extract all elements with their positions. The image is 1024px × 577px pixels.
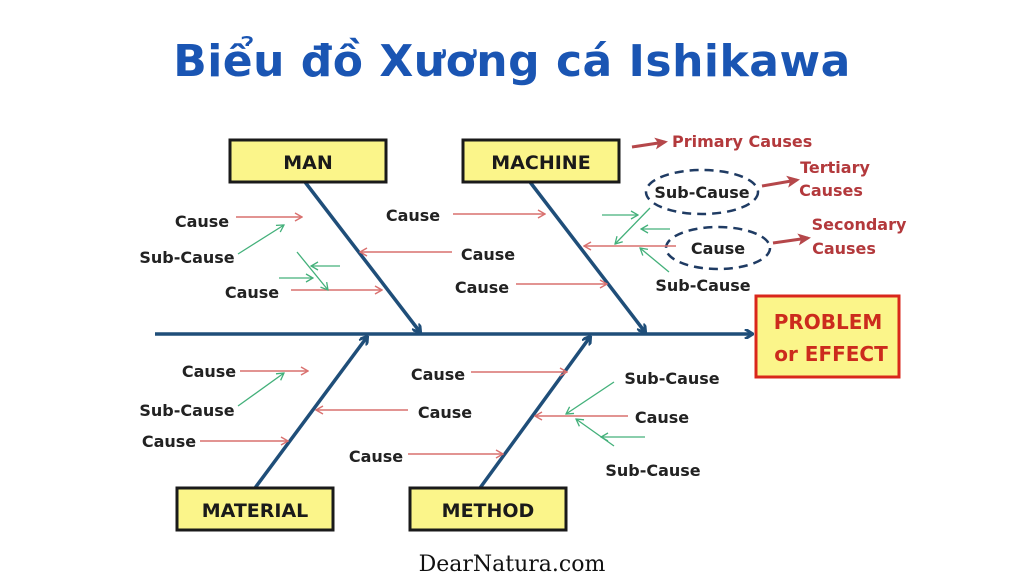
cause-label: Cause bbox=[182, 362, 236, 381]
category-label: METHOD bbox=[442, 500, 535, 522]
cause-label: Cause bbox=[461, 245, 515, 264]
sub-cause-arrow bbox=[296, 251, 328, 290]
annotation-secondary-2: Causes bbox=[812, 239, 876, 258]
footer-watermark: DearNatura.com bbox=[418, 552, 606, 577]
effect-line2: or EFFECT bbox=[774, 342, 888, 366]
sub-cause-label: Sub-Cause bbox=[139, 401, 234, 420]
category-label: MAN bbox=[283, 152, 333, 174]
sub-cause-arrow bbox=[237, 225, 284, 255]
effect-box: PROBLEM or EFFECT bbox=[754, 294, 901, 379]
bone-man bbox=[303, 180, 420, 332]
sub-cause-label: Sub-Cause bbox=[139, 248, 234, 267]
sub-cause-label: Sub-Cause bbox=[605, 461, 700, 480]
cause-label: Cause bbox=[635, 408, 689, 427]
cause-label: Cause bbox=[349, 447, 403, 466]
cause-label: Cause bbox=[691, 239, 745, 258]
sub-cause-arrow bbox=[237, 373, 284, 407]
annotation-secondary: Secondary bbox=[812, 215, 907, 234]
sub-cause-arrow bbox=[615, 207, 651, 244]
tertiary-highlight bbox=[644, 168, 760, 216]
effect-line1: PROBLEM bbox=[774, 310, 883, 334]
bone-method bbox=[478, 337, 590, 490]
cause-label: Cause bbox=[225, 283, 279, 302]
cause-label: Cause bbox=[142, 432, 196, 451]
bone-machine bbox=[528, 180, 645, 332]
sub-cause-arrow bbox=[566, 381, 615, 414]
cause-label: Cause bbox=[386, 206, 440, 225]
category-material: MATERIAL bbox=[175, 486, 335, 532]
annotation-arrow bbox=[761, 175, 800, 188]
category-man: MAN bbox=[228, 138, 388, 184]
cause-label: Cause bbox=[411, 365, 465, 384]
cause-label: Cause bbox=[455, 278, 509, 297]
annotation-tertiary: Tertiary bbox=[800, 158, 870, 177]
category-method: METHOD bbox=[408, 486, 568, 532]
sub-cause-arrow bbox=[640, 248, 670, 273]
sub-cause-arrow bbox=[576, 419, 615, 447]
annotation-primary: Primary Causes bbox=[672, 132, 812, 151]
sub-cause-label: Sub-Cause bbox=[655, 276, 750, 295]
annotation-arrow bbox=[772, 233, 811, 246]
secondary-highlight bbox=[664, 225, 772, 271]
category-machine: MACHINE bbox=[461, 138, 621, 184]
cause-label: Cause bbox=[418, 403, 472, 422]
annotation-tertiary-2: Causes bbox=[799, 181, 863, 200]
sub-cause-label: Sub-Cause bbox=[624, 369, 719, 388]
cause-label: Cause bbox=[175, 212, 229, 231]
page-title: Biểu đồ Xương cá Ishikawa bbox=[173, 36, 851, 87]
sub-cause-label: Sub-Cause bbox=[654, 183, 749, 202]
annotation-arrow bbox=[631, 137, 668, 150]
category-label: MATERIAL bbox=[202, 500, 309, 522]
category-label: MACHINE bbox=[491, 152, 590, 174]
bone-material bbox=[253, 337, 367, 490]
